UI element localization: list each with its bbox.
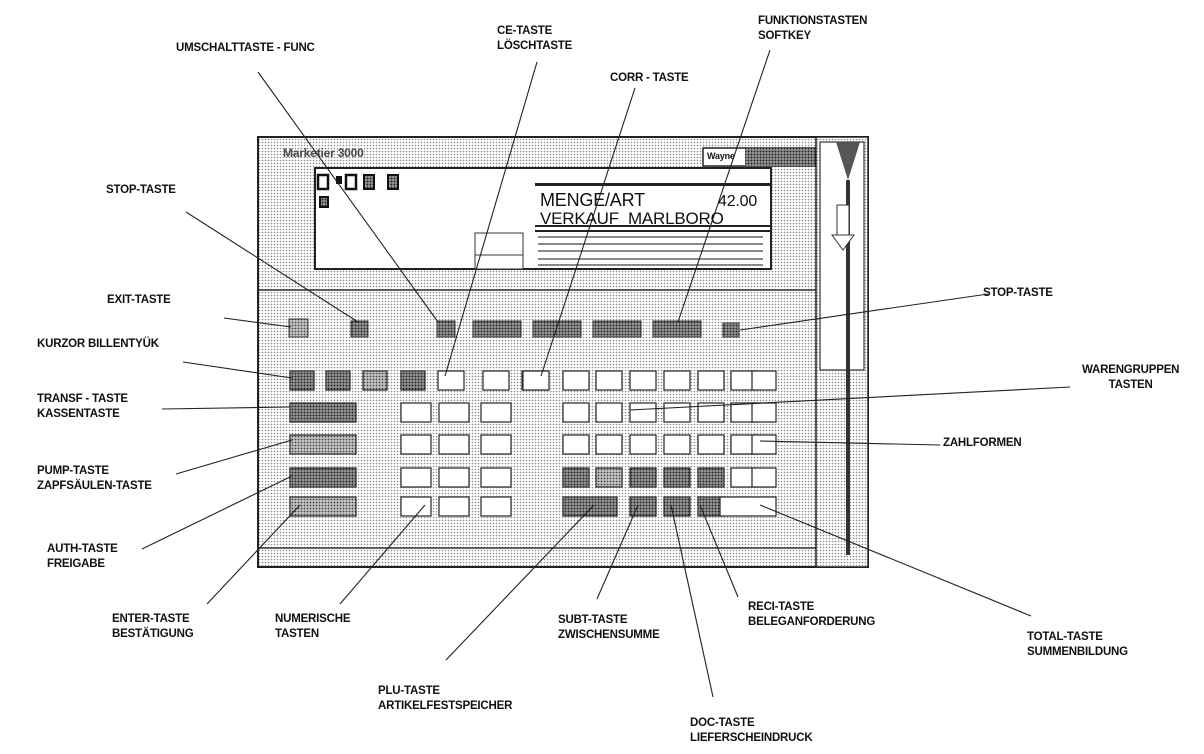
wide-function-key[interactable] xyxy=(289,434,357,455)
warengruppen-key[interactable] xyxy=(751,370,777,391)
numeric-key[interactable] xyxy=(400,434,432,455)
wide-function-key[interactable] xyxy=(289,496,357,517)
warengruppen-key[interactable] xyxy=(663,402,691,423)
warengruppen-key[interactable] xyxy=(697,402,725,423)
stop-key-left[interactable] xyxy=(350,320,369,338)
function-key[interactable] xyxy=(697,467,725,488)
label-zahlformen: ZAHLFORMEN xyxy=(943,437,1022,449)
function-key[interactable] xyxy=(663,467,691,488)
cursor-key[interactable] xyxy=(325,370,351,391)
numeric-key[interactable] xyxy=(400,496,432,517)
ce-key[interactable] xyxy=(437,370,465,391)
warengruppen-key[interactable] xyxy=(663,370,691,391)
key-grid xyxy=(289,370,777,517)
warengruppen-key[interactable] xyxy=(629,402,657,423)
wide-function-key[interactable] xyxy=(289,467,357,488)
warengruppen-key[interactable] xyxy=(629,370,657,391)
cursor-key[interactable] xyxy=(400,370,426,391)
numeric-key[interactable] xyxy=(438,496,470,517)
cursor-key[interactable] xyxy=(362,370,388,391)
label-corr-taste: CORR - TASTE xyxy=(610,72,689,84)
function-key[interactable] xyxy=(562,467,590,488)
label-kurzor: KURZOR BILLENTYÜK xyxy=(37,338,159,350)
display-screen xyxy=(314,167,772,270)
function-key[interactable] xyxy=(595,467,623,488)
label-umschalttaste: UMSCHALTTASTE - FUNC xyxy=(176,42,315,54)
label-stop-taste-left: STOP-TASTE xyxy=(106,184,176,196)
softkey-3[interactable] xyxy=(592,320,642,338)
plu-key[interactable] xyxy=(562,496,618,517)
warengruppen-key[interactable] xyxy=(697,370,725,391)
top-key-row xyxy=(288,318,740,338)
softkey-2[interactable] xyxy=(532,320,582,338)
label-stop-taste-right: STOP-TASTE xyxy=(983,287,1053,299)
cursor-key[interactable] xyxy=(289,370,315,391)
numeric-key[interactable] xyxy=(438,402,470,423)
brand-badge xyxy=(702,147,816,167)
warengruppen-key[interactable] xyxy=(663,434,691,455)
display-line2: VERKAUF MARLBORO xyxy=(540,209,724,228)
numeric-key[interactable] xyxy=(480,496,512,517)
numeric-key[interactable] xyxy=(438,434,470,455)
corr-key[interactable] xyxy=(522,370,550,391)
numeric-key[interactable] xyxy=(482,370,510,391)
warengruppen-key[interactable] xyxy=(562,402,590,423)
zahlform-key[interactable] xyxy=(751,402,777,423)
model-name: Marketier 3000 xyxy=(283,146,364,160)
numeric-key[interactable] xyxy=(438,467,470,488)
softkey-4[interactable] xyxy=(652,320,702,338)
doc-key[interactable] xyxy=(663,496,691,517)
function-key[interactable] xyxy=(629,467,657,488)
warengruppen-key[interactable] xyxy=(595,370,623,391)
total-key[interactable] xyxy=(719,496,777,517)
warengruppen-key[interactable] xyxy=(562,370,590,391)
numeric-key[interactable] xyxy=(480,467,512,488)
numeric-key[interactable] xyxy=(400,467,432,488)
zahlform-key[interactable] xyxy=(751,467,777,488)
leader-lines xyxy=(141,49,1071,698)
display-line1-value: 42.00 xyxy=(718,193,758,210)
display-line1-label: MENGE/ART xyxy=(540,190,645,210)
numeric-key[interactable] xyxy=(480,434,512,455)
brand-logo: Wayne xyxy=(707,151,735,161)
wide-function-key[interactable] xyxy=(289,402,357,423)
subt-key[interactable] xyxy=(629,496,657,517)
zahlform-key[interactable] xyxy=(751,434,777,455)
warengruppen-key[interactable] xyxy=(562,434,590,455)
numeric-key[interactable] xyxy=(480,402,512,423)
label-exit-taste: EXIT-TASTE xyxy=(107,294,171,306)
numeric-key[interactable] xyxy=(400,402,432,423)
func-key[interactable] xyxy=(436,320,456,338)
warengruppen-key[interactable] xyxy=(697,434,725,455)
warengruppen-key[interactable] xyxy=(595,402,623,423)
stop-key-right[interactable] xyxy=(722,322,740,338)
warengruppen-key[interactable] xyxy=(629,434,657,455)
exit-key[interactable] xyxy=(288,318,309,338)
softkey-1[interactable] xyxy=(472,320,522,338)
warengruppen-key[interactable] xyxy=(595,434,623,455)
